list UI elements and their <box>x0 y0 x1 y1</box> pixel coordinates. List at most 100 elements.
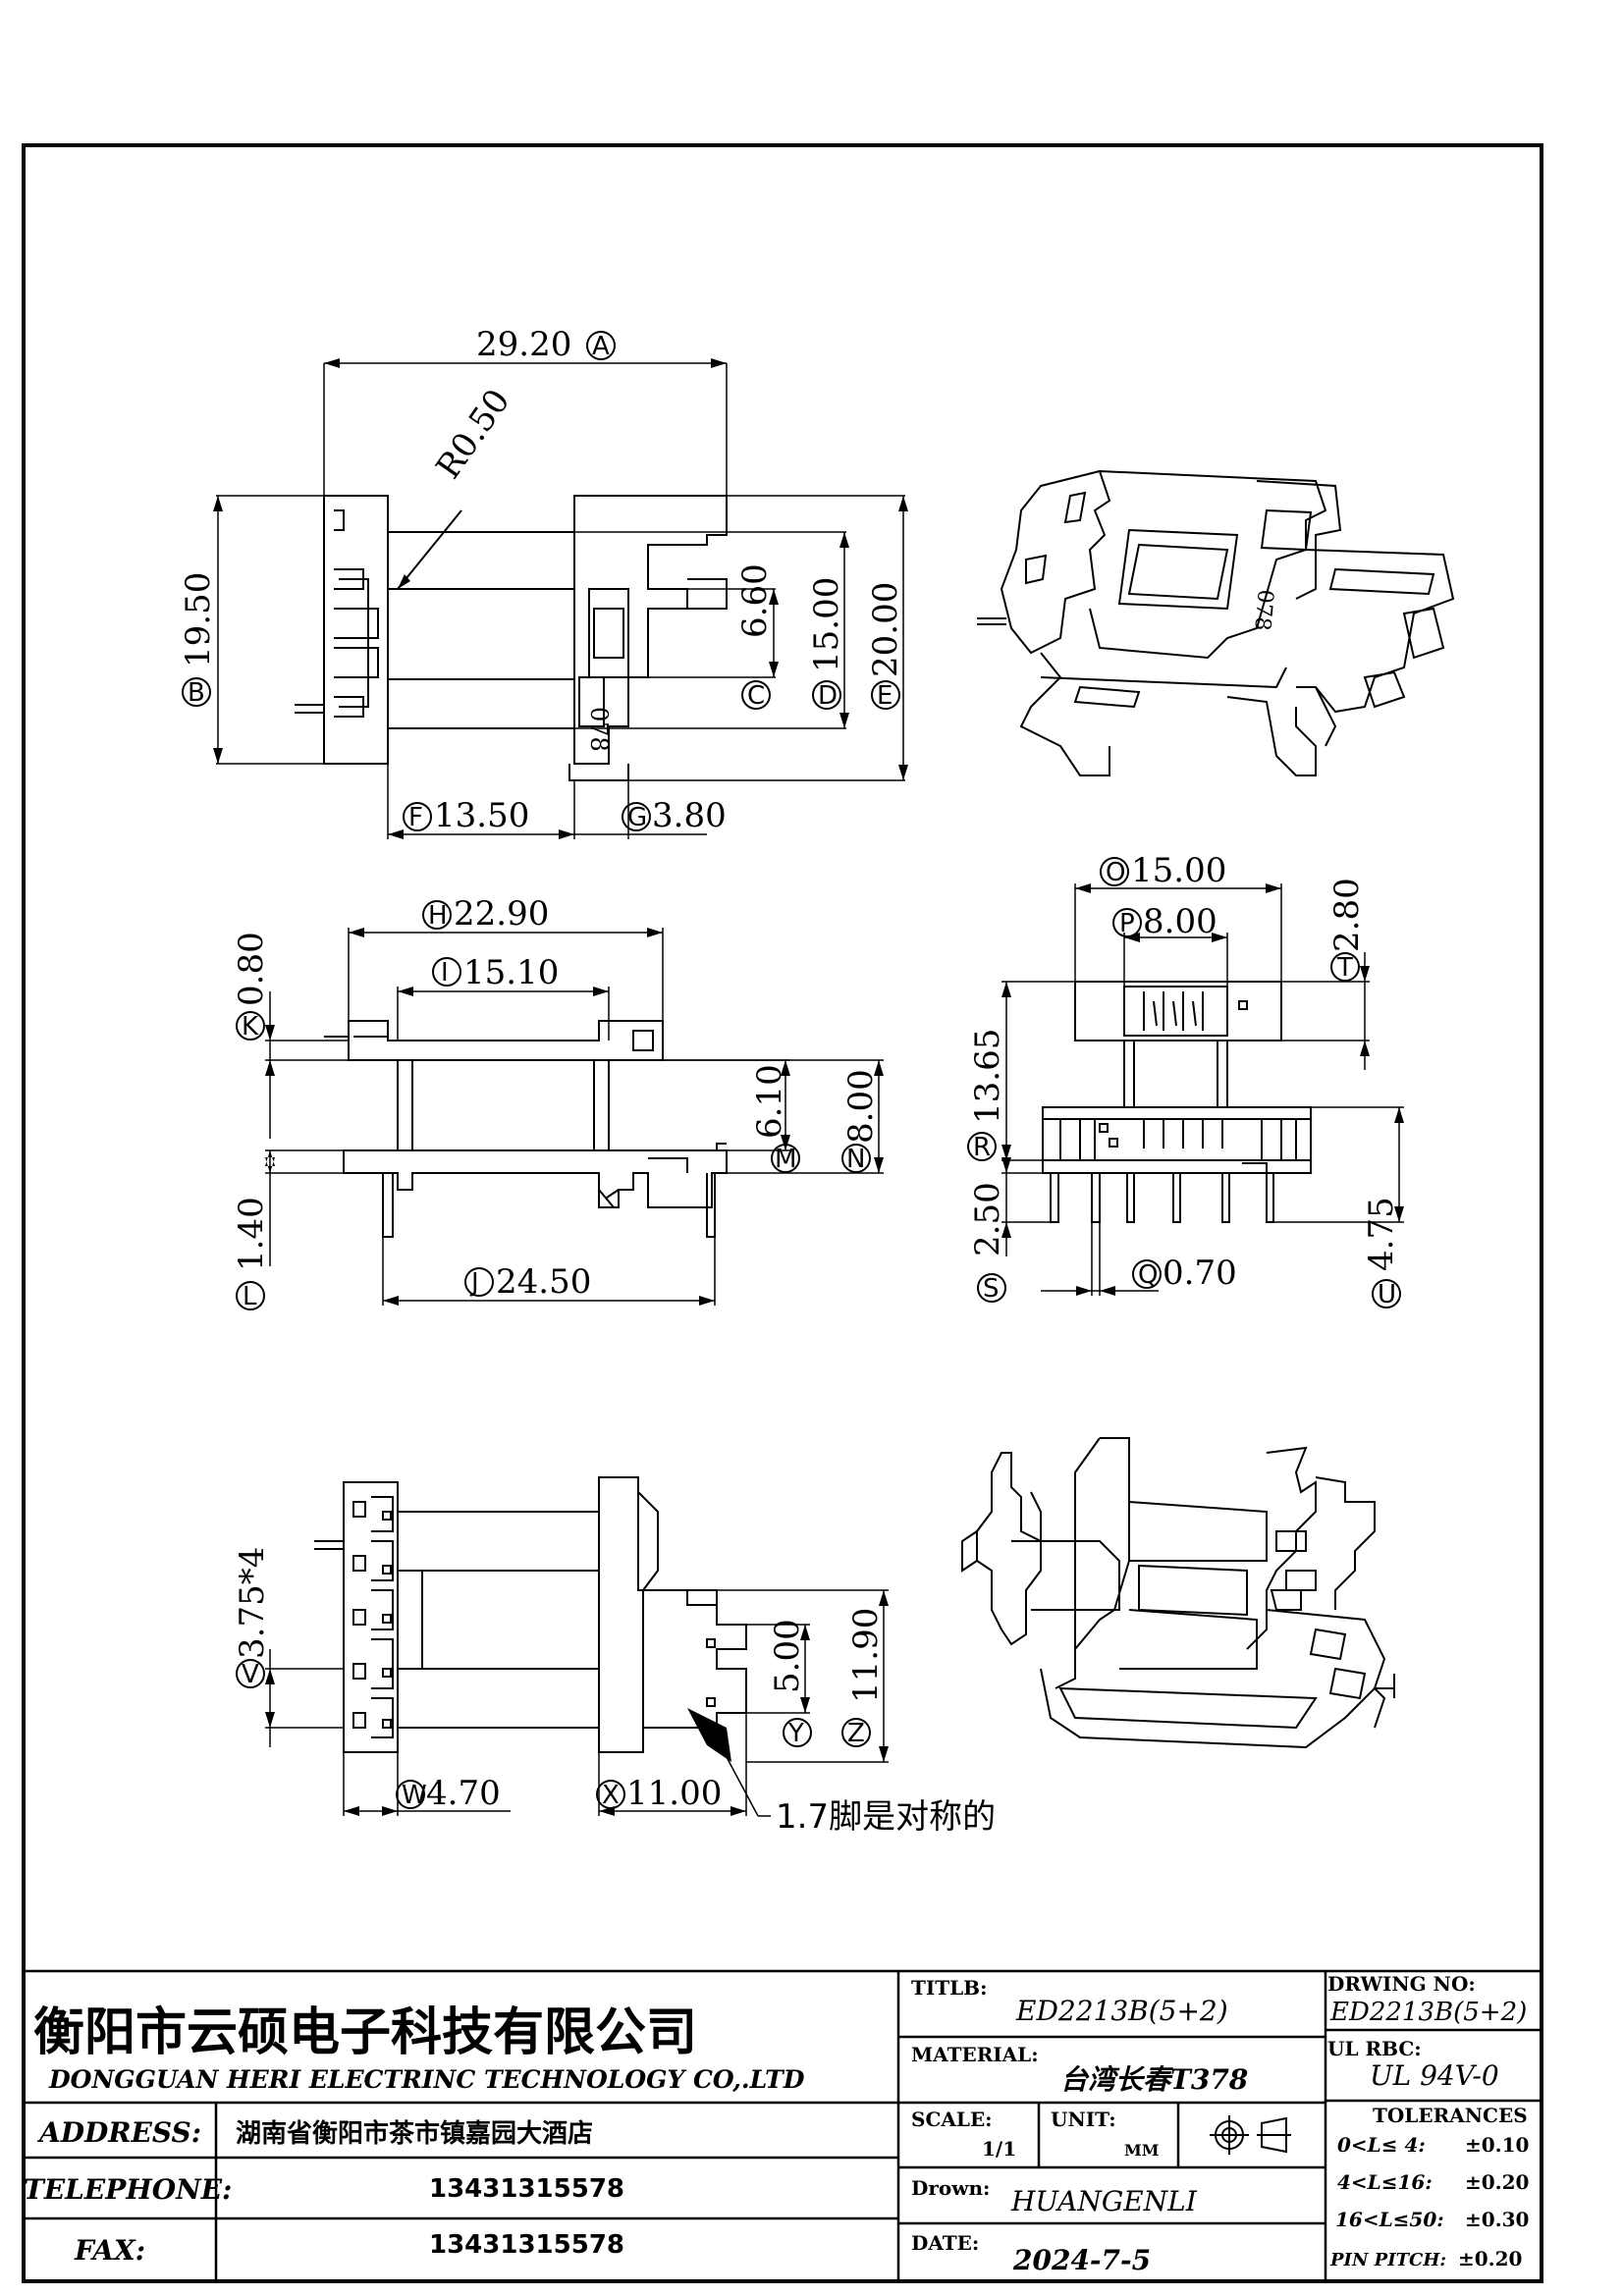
date-label: DATE: <box>911 2231 979 2255</box>
dim-U-value: 4.75 <box>1362 1197 1401 1271</box>
sheet-border <box>22 143 1543 2283</box>
material-value: 台湾长春T378 <box>1060 2063 1248 2096</box>
dim-C-letter: C <box>747 681 765 711</box>
dim-W-value: 4.70 <box>426 1774 501 1813</box>
fax-label: FAX: <box>74 2234 145 2267</box>
dim-Z-marker: Z <box>841 1718 871 1748</box>
ul-label: UL RBC: <box>1327 2037 1422 2060</box>
dim-L-value: 1.40 <box>232 1197 271 1271</box>
dim-O-marker: O <box>1100 857 1129 887</box>
drawn-value: HUANGENLI <box>1010 2185 1198 2217</box>
dim-X-marker: X <box>596 1780 625 1810</box>
view-isometric-bottom <box>961 1437 1395 1749</box>
tolerance-range-1: 0<L≤ 4: <box>1337 2133 1426 2157</box>
dim-A-marker: A <box>586 331 616 361</box>
view-side: H 22.90 I 15.10 0.80 K 1.40 L <box>232 894 884 1311</box>
dim-F-letter: F <box>408 803 423 832</box>
dim-M-marker: M <box>771 1144 800 1174</box>
dim-E-letter: E <box>877 681 893 711</box>
dim-D-marker: D <box>812 680 841 711</box>
tolerance-value-4: ±0.20 <box>1458 2247 1522 2270</box>
dim-W-letter: W <box>402 1781 427 1810</box>
dim-F-value: 13.50 <box>434 796 529 835</box>
scale-value: 1/1 <box>982 2137 1016 2161</box>
dim-V-marker: V <box>236 1659 265 1689</box>
view-end: O 15.00 P 8.00 2.80 T 13.65 R <box>967 851 1404 1309</box>
ul-value: UL 94V-0 <box>1370 2059 1499 2092</box>
view-front: 078 R0.50 29.20 A 19.50 B 6.60 <box>179 325 908 839</box>
dim-K-letter: K <box>242 1012 259 1041</box>
dim-H-letter: H <box>428 901 448 931</box>
dim-Z-letter: Z <box>847 1719 865 1748</box>
dim-H-value: 22.90 <box>454 894 549 934</box>
dim-S-value: 2.50 <box>968 1182 1007 1256</box>
dim-X-letter: X <box>602 1781 620 1810</box>
dim-S-letter: S <box>983 1274 1000 1304</box>
tolerance-value-2: ±0.20 <box>1465 2170 1529 2194</box>
dim-L-marker: L <box>236 1281 265 1311</box>
dim-V-value: 3.75*4 <box>233 1547 272 1659</box>
dim-B-marker: B <box>182 677 211 708</box>
part-marking-text: 078 <box>585 707 613 752</box>
dim-I-marker: I <box>432 957 461 988</box>
tolerance-range-4: PIN PITCH: <box>1329 2250 1446 2270</box>
dim-G-marker: G <box>622 802 651 832</box>
drawn-label: Drown: <box>911 2176 990 2200</box>
tolerances-label: TOLERANCES <box>1373 2104 1528 2127</box>
dim-U-letter: U <box>1378 1280 1396 1309</box>
dim-R-value: 13.65 <box>968 1029 1007 1124</box>
drawing-no-value: ED2213B(5+2) <box>1329 1998 1527 2027</box>
iso-part-marking: 078 <box>1249 588 1277 631</box>
dim-Z-value: 11.90 <box>846 1608 886 1703</box>
date-value: 2024-7-5 <box>1012 2244 1151 2276</box>
dim-I-letter: I <box>441 958 449 988</box>
dim-M-value: 6.10 <box>750 1064 789 1139</box>
company-name-cn: 衡阳市云硕电子科技有限公司 <box>33 2003 697 2062</box>
tolerance-range-3: 16<L≤50: <box>1335 2208 1444 2231</box>
view-bottom: 3.75*4 V W 4.70 X 11.00 5.00 <box>233 1476 996 1837</box>
drawing-no-label: DRWING NO: <box>1327 1972 1476 1996</box>
dim-A-value: 29.20 <box>476 325 571 364</box>
dim-Q-value: 0.70 <box>1163 1254 1237 1293</box>
dim-T-value: 2.80 <box>1327 878 1367 952</box>
dim-Q-letter: Q <box>1138 1260 1158 1290</box>
dim-R-marker: R <box>967 1132 997 1162</box>
dim-B-letter: B <box>188 678 205 708</box>
unit-value: MM <box>1124 2141 1159 2160</box>
dim-D-letter: D <box>818 681 838 711</box>
tolerance-value-1: ±0.10 <box>1465 2133 1529 2157</box>
dim-R-letter: R <box>973 1133 991 1162</box>
title-value: ED2213B(5+2) <box>1015 1995 1228 2027</box>
dim-J-letter: J <box>469 1268 479 1298</box>
dim-E-marker: E <box>871 680 900 711</box>
telephone-value: 13431315578 <box>429 2174 624 2204</box>
dim-D-value: 15.00 <box>807 577 846 672</box>
scale-label: SCALE: <box>911 2108 993 2131</box>
company-name-en: DONGGUAN HERI ELECTRINC TECHNOLOGY CO,.L… <box>48 2065 805 2094</box>
dim-Y-marker: Y <box>783 1718 812 1748</box>
dim-U-marker: U <box>1372 1279 1401 1309</box>
radius-label: R0.50 <box>429 382 518 486</box>
dim-X-value: 11.00 <box>626 1774 722 1813</box>
telephone-label: TELEPHONE: <box>24 2173 232 2206</box>
dim-C-marker: C <box>741 680 771 711</box>
dim-S-marker: S <box>977 1273 1006 1304</box>
dim-F-marker: F <box>403 802 432 832</box>
dim-W-marker: W <box>396 1780 427 1810</box>
dim-P-value: 8.00 <box>1143 902 1217 941</box>
title-label: TITLB: <box>911 1976 987 2000</box>
dim-O-value: 15.00 <box>1131 851 1226 890</box>
note-text: 1.7脚是对称的 <box>776 1797 996 1837</box>
dim-N-marker: N <box>841 1144 871 1174</box>
dim-C-value: 6.60 <box>735 563 775 638</box>
dim-J-marker: J <box>464 1267 494 1298</box>
dim-T-marker: T <box>1330 952 1360 983</box>
dim-K-marker: K <box>236 1011 265 1041</box>
dim-K-value: 0.80 <box>232 932 271 1006</box>
dim-N-letter: N <box>846 1145 865 1174</box>
projection-symbol-icon <box>1210 2115 1291 2155</box>
dim-T-letter: T <box>1336 953 1353 983</box>
dim-P-marker: P <box>1112 908 1142 938</box>
material-label: MATERIAL: <box>911 2043 1039 2066</box>
